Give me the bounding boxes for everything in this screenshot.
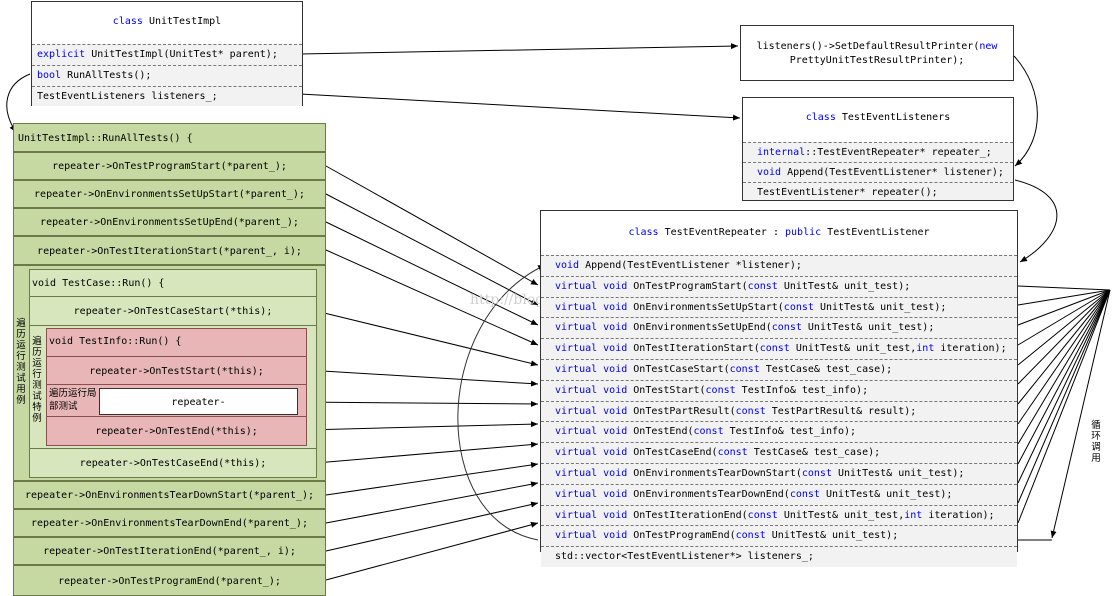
- loop-call-label: 循环调用: [1090, 420, 1102, 470]
- member-append: void Append(TestEventListener* listener)…: [743, 162, 1013, 182]
- call-on-test-part-result: repeater->OnTestPartResult(result);: [99, 388, 298, 435]
- repeater-member-on-test-end: virtual void OnTestEnd(const TestInfo& t…: [541, 421, 1017, 442]
- call-on-test-case-end: repeater->OnTestCaseEnd(*this);: [29, 448, 317, 478]
- call-on-environments-setup-end: repeater->OnEnvironmentsSetUpEnd(*parent…: [13, 208, 326, 236]
- test-info-run-header: void TestInfo::Run() {: [49, 336, 182, 347]
- member-listeners: TestEventListeners listeners_;: [32, 86, 302, 107]
- repeater-member-on-test-iteration-end: virtual void OnTestIterationEnd(const Un…: [541, 504, 1017, 526]
- loop-label-test-cases: 遍历运行测试用例: [16, 318, 26, 406]
- repeater-member-listeners-vector: std::vector<TestEventListener*> listener…: [541, 546, 1017, 567]
- loop-label-test-parts: 遍历运行局部测试: [49, 388, 97, 412]
- call-on-test-case-start: repeater->OnTestCaseStart(*this);: [29, 296, 317, 326]
- test-case-run-header: void TestCase::Run() {: [32, 278, 165, 289]
- repeater-member-on-environments-setup-end: virtual void OnEnvironmentsSetUpEnd(cons…: [541, 317, 1017, 338]
- run-all-tests-header: UnitTestImpl::RunAllTests() {: [13, 123, 326, 152]
- call-on-test-end: repeater->OnTestEnd(*this);: [46, 416, 307, 446]
- repeater-member-on-test-case-start: virtual void OnTestCaseStart(const TestC…: [541, 358, 1017, 380]
- call-on-environments-teardown-start: repeater->OnEnvironmentsTearDownStart(*p…: [13, 481, 326, 509]
- test-event-listeners-title: class TestEventListeners: [805, 112, 951, 123]
- loop-label-test-infos: 遍历运行测试特例: [32, 336, 42, 424]
- call-on-test-start: repeater->OnTestStart(*this);: [46, 356, 307, 385]
- call-on-environments-setup-start: repeater->OnEnvironmentsSetUpStart(*pare…: [13, 180, 326, 208]
- repeater-member-on-environments-setup-start: virtual void OnEnvironmentsSetUpStart(co…: [541, 296, 1017, 318]
- repeater-member-on-test-program-start: virtual void OnTestProgramStart(const Un…: [541, 275, 1017, 297]
- repeater-member-append: void Append(TestEventListener *listener)…: [541, 255, 1017, 276]
- repeater-member-on-test-part-result: virtual void OnTestPartResult(const Test…: [541, 400, 1017, 422]
- repeater-member-on-test-program-end: virtual void OnTestProgramEnd(const Unit…: [541, 525, 1017, 546]
- call-on-environments-teardown-end: repeater->OnEnvironmentsTearDownEnd(*par…: [13, 509, 326, 537]
- repeater-member-on-environments-teardown-start: virtual void OnEnvironmentsTearDownStart…: [541, 462, 1017, 484]
- member-repeater-field: internal::TestEventRepeater* repeater_;: [743, 142, 1013, 162]
- test-event-repeater-box: class TestEventRepeater : public TestEve…: [540, 210, 1018, 567]
- member-constructor: explicit UnitTestImpl(UnitTest* parent);: [32, 44, 302, 65]
- member-run-all-tests: bool RunAllTests();: [32, 65, 302, 86]
- default-result-printer-note: listeners()->SetDefaultResultPrinter(new…: [740, 25, 1014, 81]
- member-repeater-method: TestEventListener* repeater();: [743, 182, 1013, 202]
- repeater-member-on-environments-teardown-end: virtual void OnEnvironmentsTearDownEnd(c…: [541, 483, 1017, 505]
- call-on-test-iteration-start: repeater->OnTestIterationStart(*parent_,…: [13, 236, 326, 265]
- repeater-member-on-test-start: virtual void OnTestStart(const TestInfo&…: [541, 379, 1017, 401]
- repeater-member-on-test-iteration-start: virtual void OnTestIterationStart(const …: [541, 338, 1017, 359]
- call-on-test-iteration-end: repeater->OnTestIterationEnd(*parent_, i…: [13, 537, 326, 565]
- unit-test-impl-title: class UnitTestImpl: [112, 16, 222, 27]
- call-on-test-program-start: repeater->OnTestProgramStart(*parent_);: [13, 152, 326, 180]
- unit-test-impl-box: class UnitTestImpl explicit UnitTestImpl…: [31, 1, 303, 106]
- call-on-test-program-end: repeater->OnTestProgramEnd(*parent_);: [13, 565, 326, 596]
- repeater-member-on-test-case-end: virtual void OnTestCaseEnd(const TestCas…: [541, 442, 1017, 463]
- test-event-listeners-box: class TestEventListeners internal::TestE…: [742, 97, 1014, 201]
- test-event-repeater-title: class TestEventRepeater : public TestEve…: [628, 227, 930, 238]
